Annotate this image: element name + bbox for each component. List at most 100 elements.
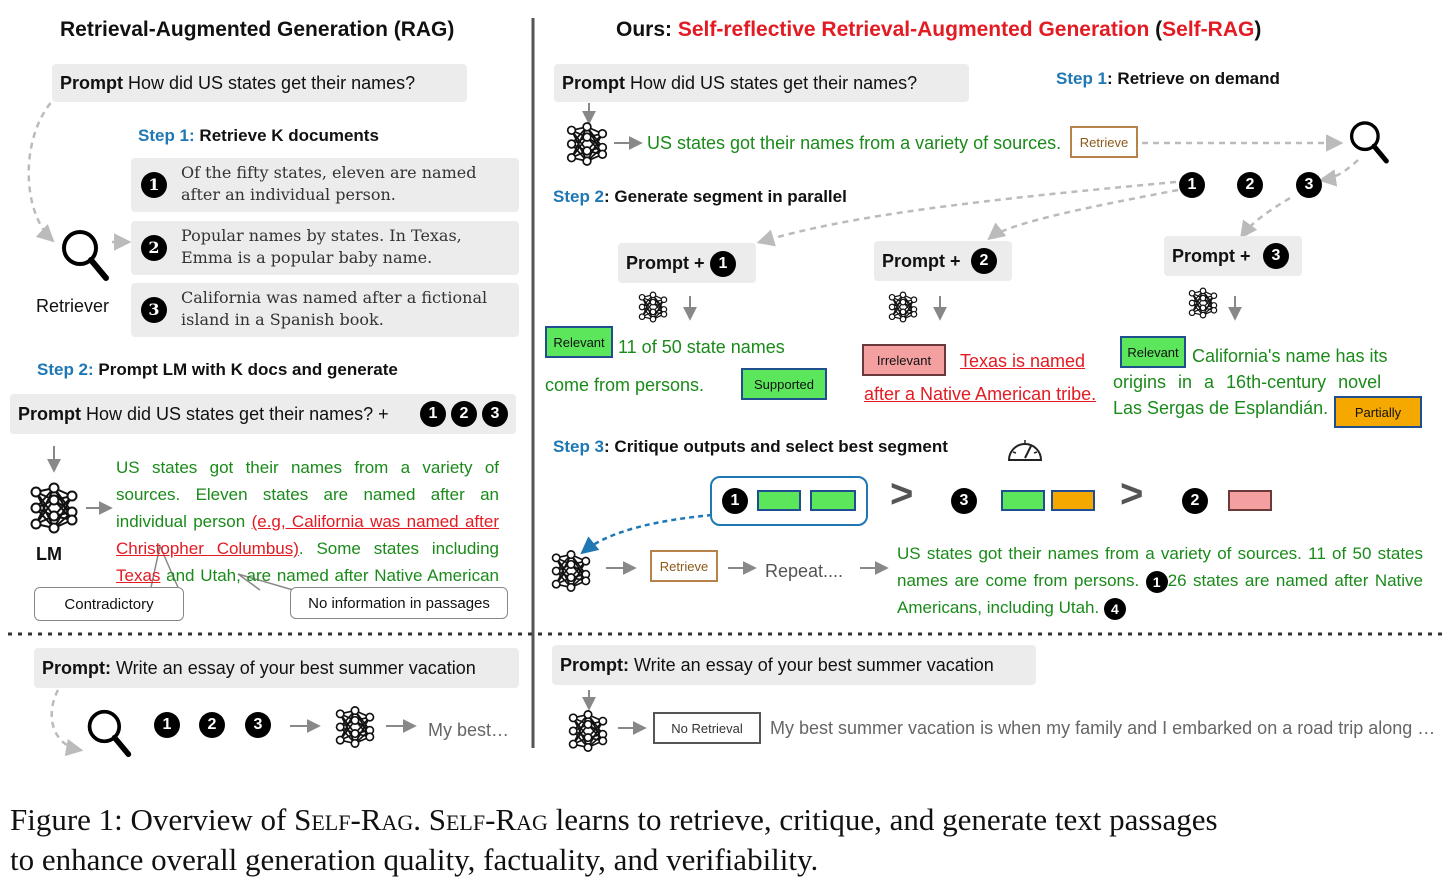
prompt-label: Prompt: xyxy=(42,657,111,678)
score-bar-irrelevant xyxy=(1228,490,1272,511)
prompt-plus-label: Prompt + xyxy=(626,252,705,273)
step3-num: Step 3 xyxy=(553,437,605,456)
doc-number-badge: 2 xyxy=(1182,488,1208,514)
seg3-line2: origins in a 16th-century novel xyxy=(1113,372,1382,392)
citation-badge: 1 xyxy=(1145,570,1168,593)
step2-text: Prompt LM with K docs and generate xyxy=(98,360,398,379)
magnifier-icon xyxy=(87,709,132,758)
title-paren: ) xyxy=(1254,18,1262,41)
doc-1: 1 Of the fifty states, eleven are named … xyxy=(131,158,519,212)
figure-caption: Figure 1: Overview of Self-Rag. Self-Rag… xyxy=(10,800,1450,880)
neural-network-icon xyxy=(551,550,591,592)
doc-number-badge: 1 xyxy=(141,172,167,198)
doc-2: 2 Popular names by states. In Texas, Emm… xyxy=(131,221,519,275)
doc-line: Emma is a popular baby name. xyxy=(181,248,433,267)
doc-number-badge: 3 xyxy=(482,401,508,427)
prompt-text: Write an essay of your best summer vacat… xyxy=(634,654,994,675)
right-title: Ours: Self-reflective Retrieval-Augmente… xyxy=(616,18,1261,42)
doc-number-badge: 2 xyxy=(1237,172,1263,198)
prompt-text: How did US states get their names? xyxy=(128,72,416,93)
score-bar-relevant xyxy=(1001,490,1045,511)
no-info-callout: No information in passages xyxy=(290,587,508,619)
seg2-line2: after a Native American tribe. xyxy=(864,384,1097,404)
doc-number-badge: 3 xyxy=(141,297,167,323)
seg1-line2: come from persons. xyxy=(545,375,705,395)
seg2-line1: Texas is named xyxy=(960,351,1086,371)
prompt-label: Prompt xyxy=(18,403,81,424)
prompt-plus-label: Prompt + xyxy=(1172,245,1251,266)
best-segment-box xyxy=(710,476,868,526)
caption-prefix: Figure 1: Overview of xyxy=(10,802,295,837)
partially-token: Partially xyxy=(1334,396,1422,428)
prompt-text: How did US states get their names? + xyxy=(86,403,389,424)
relevant-token: Relevant xyxy=(1120,336,1186,368)
caption-sep: . xyxy=(413,802,429,837)
citation-badge: 4 xyxy=(1103,597,1126,620)
prompt-to-retriever-arrow xyxy=(27,94,59,243)
score-bar-supported xyxy=(810,490,856,511)
left-step2: Step 2: Prompt LM with K docs and genera… xyxy=(37,360,398,380)
doc-number-badge: 3 xyxy=(1263,243,1289,269)
neural-network-icon xyxy=(888,291,918,323)
supported-token: Supported xyxy=(741,368,827,400)
bottom-right-output: My best summer vacation is when my famil… xyxy=(770,718,1436,738)
step2-num: Step 2: xyxy=(37,360,94,379)
rag-output-text: US states got their names from a variety… xyxy=(116,454,499,616)
irrelevant-segment: Texas xyxy=(116,566,161,585)
doc-line: Popular names by states. In Texas, xyxy=(181,226,462,245)
final-segment: US states got their names from a variety… xyxy=(897,544,1423,590)
docs-to-prompt3-arrow xyxy=(1239,196,1291,239)
right-step1: Step 1: Retrieve on demand xyxy=(1056,69,1280,89)
step2-num: Step 2 xyxy=(553,187,605,206)
bottom-prompt-to-search-arrow xyxy=(50,689,84,757)
step2-text: : Generate segment in parallel xyxy=(604,187,847,206)
neural-network-icon xyxy=(1188,287,1218,319)
step1-text: Retrieve K documents xyxy=(199,126,379,145)
prompt-text: How did US states get their names? xyxy=(630,72,918,93)
left-prompt2: Prompt How did US states get their names… xyxy=(10,394,516,434)
seg3-line3: Las Sergas de Esplandián. xyxy=(1113,398,1329,418)
caption-line-2: to enhance overall generation quality, f… xyxy=(10,842,819,877)
score-bar-partially xyxy=(1051,490,1095,511)
bottom-left-output: My best… xyxy=(428,720,510,740)
caption-name: Self-Rag xyxy=(294,802,414,837)
step3-text: : Critique outputs and select best segme… xyxy=(604,437,948,456)
right-step2: Step 2: Generate segment in parallel xyxy=(553,187,847,207)
prompt-plus-label: Prompt + xyxy=(882,250,961,271)
doc-number-badge: 1 xyxy=(420,401,446,427)
retrieve-token: Retrieve xyxy=(1070,126,1138,158)
irrelevant-token: Irrelevant xyxy=(862,344,946,376)
relevant-token: Relevant xyxy=(545,326,613,358)
output-segment: . Some states including xyxy=(298,539,499,558)
doc-number-badge: 1 xyxy=(710,251,736,277)
prompt-label: Prompt: xyxy=(560,654,629,675)
neural-network-icon xyxy=(566,122,608,166)
step1-text: : Retrieve on demand xyxy=(1107,69,1280,88)
title-ours: Ours: xyxy=(616,18,678,41)
neural-network-icon xyxy=(638,291,668,323)
doc-number-badge: 1 xyxy=(1179,172,1205,198)
lm-label: LM xyxy=(36,544,62,564)
step1-num: Step 1 xyxy=(1056,69,1108,88)
greater-than-symbol: > xyxy=(1120,472,1144,516)
bottom-left-prompt: Prompt: Write an essay of your best summ… xyxy=(34,648,519,688)
left-title: Retrieval-Augmented Generation (RAG) xyxy=(60,18,455,41)
doc-number-badge: 2 xyxy=(451,401,477,427)
title-paren: ( xyxy=(1149,18,1163,41)
caption-line-1: Figure 1: Overview of Self-Rag. Self-Rag… xyxy=(10,800,1450,840)
doc-number-badge: 2 xyxy=(199,712,225,738)
doc-number-badge: 3 xyxy=(951,488,977,514)
final-output-text: US states got their names from a variety… xyxy=(897,540,1423,621)
left-prompt: Prompt How did US states get their names… xyxy=(52,64,467,102)
neural-network-icon xyxy=(568,710,608,752)
doc-line: Of the fifty states, eleven are named xyxy=(181,163,477,182)
magnifier-icon xyxy=(62,230,109,281)
doc-number-badge: 2 xyxy=(971,248,997,274)
doc-number-badge: 3 xyxy=(1296,172,1322,198)
doc-number-badge: 3 xyxy=(245,712,271,738)
title-selfrag-short: Self-RAG xyxy=(1162,18,1255,41)
gauge-icon xyxy=(1007,440,1043,461)
prompt-plus-3: Prompt + xyxy=(1164,236,1302,276)
no-retrieval-token: No Retrieval xyxy=(653,712,761,744)
output-segment: US states got their names from a variety… xyxy=(116,458,499,531)
